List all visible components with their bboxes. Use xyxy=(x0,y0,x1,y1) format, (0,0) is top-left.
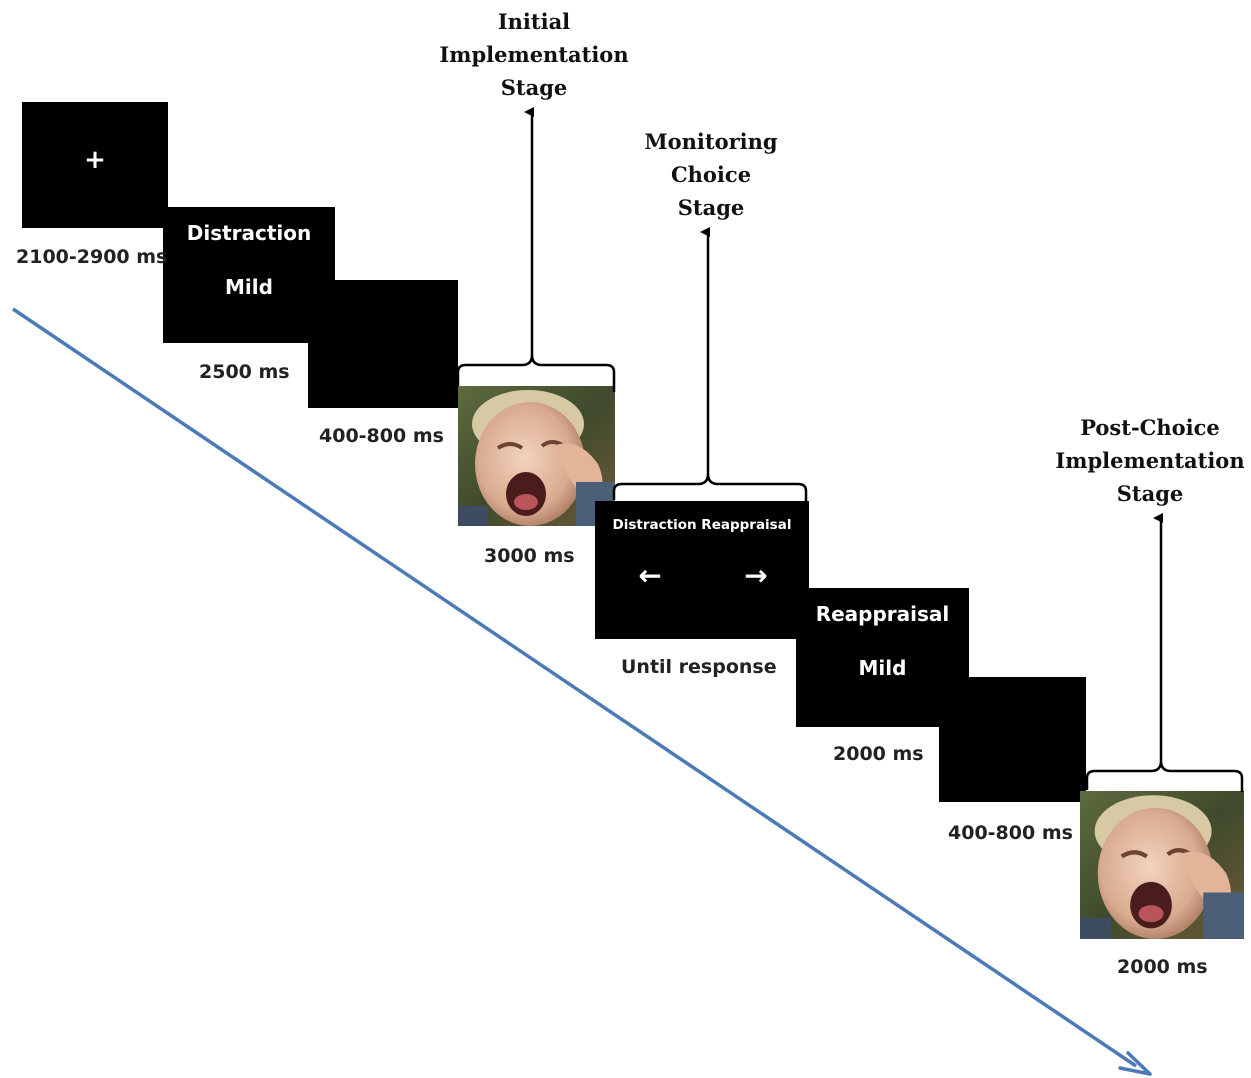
duration-blank-2: 400-800 ms xyxy=(948,822,1073,844)
stage-label-initial: Initial Implementation Stage xyxy=(434,5,634,104)
blank-screen-2 xyxy=(939,677,1086,802)
stage-label-monitoring: Monitoring Choice Stage xyxy=(611,125,811,224)
duration-cue-1: 2500 ms xyxy=(199,361,290,383)
cue-intensity-label: Mild xyxy=(225,275,273,299)
duration-choice: Until response xyxy=(621,656,777,678)
time-arrow-head xyxy=(1118,1051,1152,1076)
choice-screen: Distraction Reappraisal ← → xyxy=(595,501,809,639)
stage-initial-line-3: Stage xyxy=(500,75,568,100)
stage-monitoring-line-1: Monitoring xyxy=(644,129,778,154)
duration-cue-2: 2000 ms xyxy=(833,743,924,765)
duration-blank-1: 400-800 ms xyxy=(319,425,444,447)
right-arrow-icon: → xyxy=(744,559,768,592)
stage-post-choice-line-1: Post-Choice xyxy=(1080,415,1220,440)
choice-options-label: Distraction Reappraisal xyxy=(595,517,809,533)
bracket-post-choice xyxy=(1085,760,1244,792)
bracket-initial xyxy=(456,354,616,392)
choice-option-left: Distraction xyxy=(612,517,697,533)
left-arrow-icon: ← xyxy=(638,559,662,592)
cue-strategy-label-2: Reappraisal xyxy=(815,602,950,626)
duration-picture-2: 2000 ms xyxy=(1117,956,1208,978)
fixation-cross: + xyxy=(84,145,106,175)
crying-child-photo-2 xyxy=(1080,791,1244,939)
stage-initial-line-2: Implementation xyxy=(439,42,629,67)
stage-monitoring-line-3: Stage xyxy=(677,195,745,220)
bracket-monitoring xyxy=(612,473,808,502)
fixation-screen: + xyxy=(22,102,168,228)
cue-intensity-label-2: Mild xyxy=(858,656,907,680)
cue-screen-distraction: Distraction Mild xyxy=(163,207,335,343)
crying-child-image-2 xyxy=(1080,791,1244,939)
stage-post-choice-line-2: Implementation xyxy=(1055,448,1245,473)
duration-picture-1: 3000 ms xyxy=(484,545,575,567)
blank-screen-1 xyxy=(308,280,458,408)
stage-label-post-choice: Post-Choice Implementation Stage xyxy=(1050,411,1250,510)
time-arrow-line xyxy=(12,307,1137,1068)
crying-child-photo-1 xyxy=(458,386,615,526)
cue-strategy-label: Distraction xyxy=(186,221,312,245)
choice-option-right: Reappraisal xyxy=(701,517,792,533)
stage-monitoring-line-2: Choice xyxy=(670,162,752,187)
crying-child-image xyxy=(458,386,615,526)
stage-initial-line-1: Initial xyxy=(497,9,571,34)
duration-fixation: 2100-2900 ms xyxy=(16,246,168,268)
stage-post-choice-line-3: Stage xyxy=(1116,481,1184,506)
